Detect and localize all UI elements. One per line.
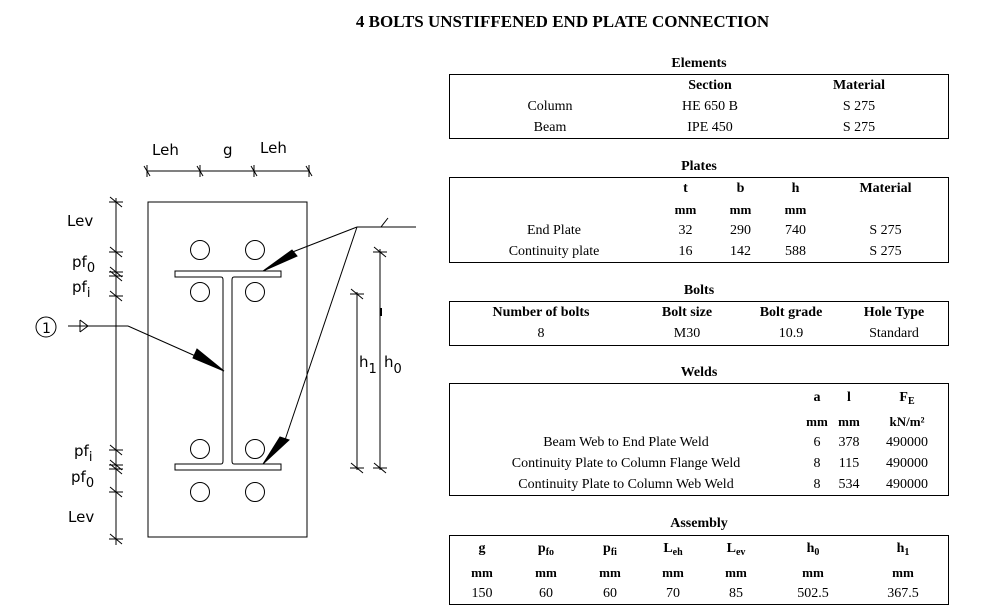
table-row: Column HE 650 B S 275 [527,99,876,114]
bolt-hole [190,482,210,502]
table-row: Continuity Plate to Column Flange Weld 8… [511,456,928,471]
table-row: Beam Web to End Plate Weld 6 378 490000 [543,435,928,450]
elements-header: Material [832,78,886,93]
welds-table: a l FE mm mm kN/m² Beam Web to End Plate… [449,383,949,496]
assembly-caption: Assembly [670,516,728,531]
label-g: g [223,141,233,159]
table-row: Beam IPE 450 S 275 [533,120,876,135]
assembly-table: g pfo pfi Leh Lev h0 h1 mm mm mm mm mm m… [449,535,949,605]
elements-header [450,75,650,96]
label-pf0-top: pf0 [72,253,95,276]
bolt-hole [245,240,265,260]
elements-table: Section Material Column HE 650 B S 275 B… [449,74,949,139]
leader-line [284,226,358,441]
welds-caption: Welds [680,365,718,380]
arrow-head [192,348,225,372]
dimension-ticks-vertical [109,196,123,545]
plates-table: t b h Material mm mm mm End Plate 32 290… [449,177,949,263]
label-lev-bottom: Lev [68,508,94,526]
end-plate-outline [147,201,308,538]
bolt-hole [245,439,265,459]
table-row: 150 60 60 70 85 502.5 367.5 [471,586,919,601]
bolt-hole [190,282,210,302]
elements-header: Section [688,78,732,93]
label-pfi-top: pfi [72,278,90,301]
table-row: End Plate 32 290 740 S 275 [526,223,902,238]
table-row: Continuity plate 16 142 588 S 275 [508,244,902,259]
page-title: 4 BOLTS UNSTIFFENED END PLATE CONNECTION [355,12,770,31]
connection-drawing: Leh g Leh Lev pf0 pfi pfi pf0 Lev h1 h0 … [35,139,416,545]
arrow-head [262,436,290,465]
plates-caption: Plates [681,159,717,174]
dimension-ticks-horizontal [143,165,313,177]
label-h0: h0 [384,353,402,377]
bolt-hole [190,240,210,260]
label-lev-top: Lev [67,212,93,230]
label-pf0-bottom: pf0 [71,468,94,491]
leader-line [289,226,358,254]
elements-caption: Elements [671,56,727,71]
label-weld-ref: 1 [42,321,51,337]
table-row: Continuity Plate to Column Web Weld 8 53… [518,477,928,492]
arrow-head [262,249,298,272]
label-pfi-bottom: pfi [74,442,92,465]
bolt-hole [245,282,265,302]
bolt-hole [190,439,210,459]
label-leh-left: Leh [152,141,179,159]
weld-reference-circle [35,316,57,338]
bolts-caption: Bolts [683,283,715,298]
label-h1: h1 [359,353,377,377]
bolts-table: Number of bolts Bolt size Bolt grade Hol… [449,301,949,346]
label-leh-right: Leh [260,139,287,157]
bolt-hole [245,482,265,502]
table-row: 8 M30 10.9 Standard [537,326,919,341]
beam-profile [174,270,282,471]
leader-line [127,325,201,359]
